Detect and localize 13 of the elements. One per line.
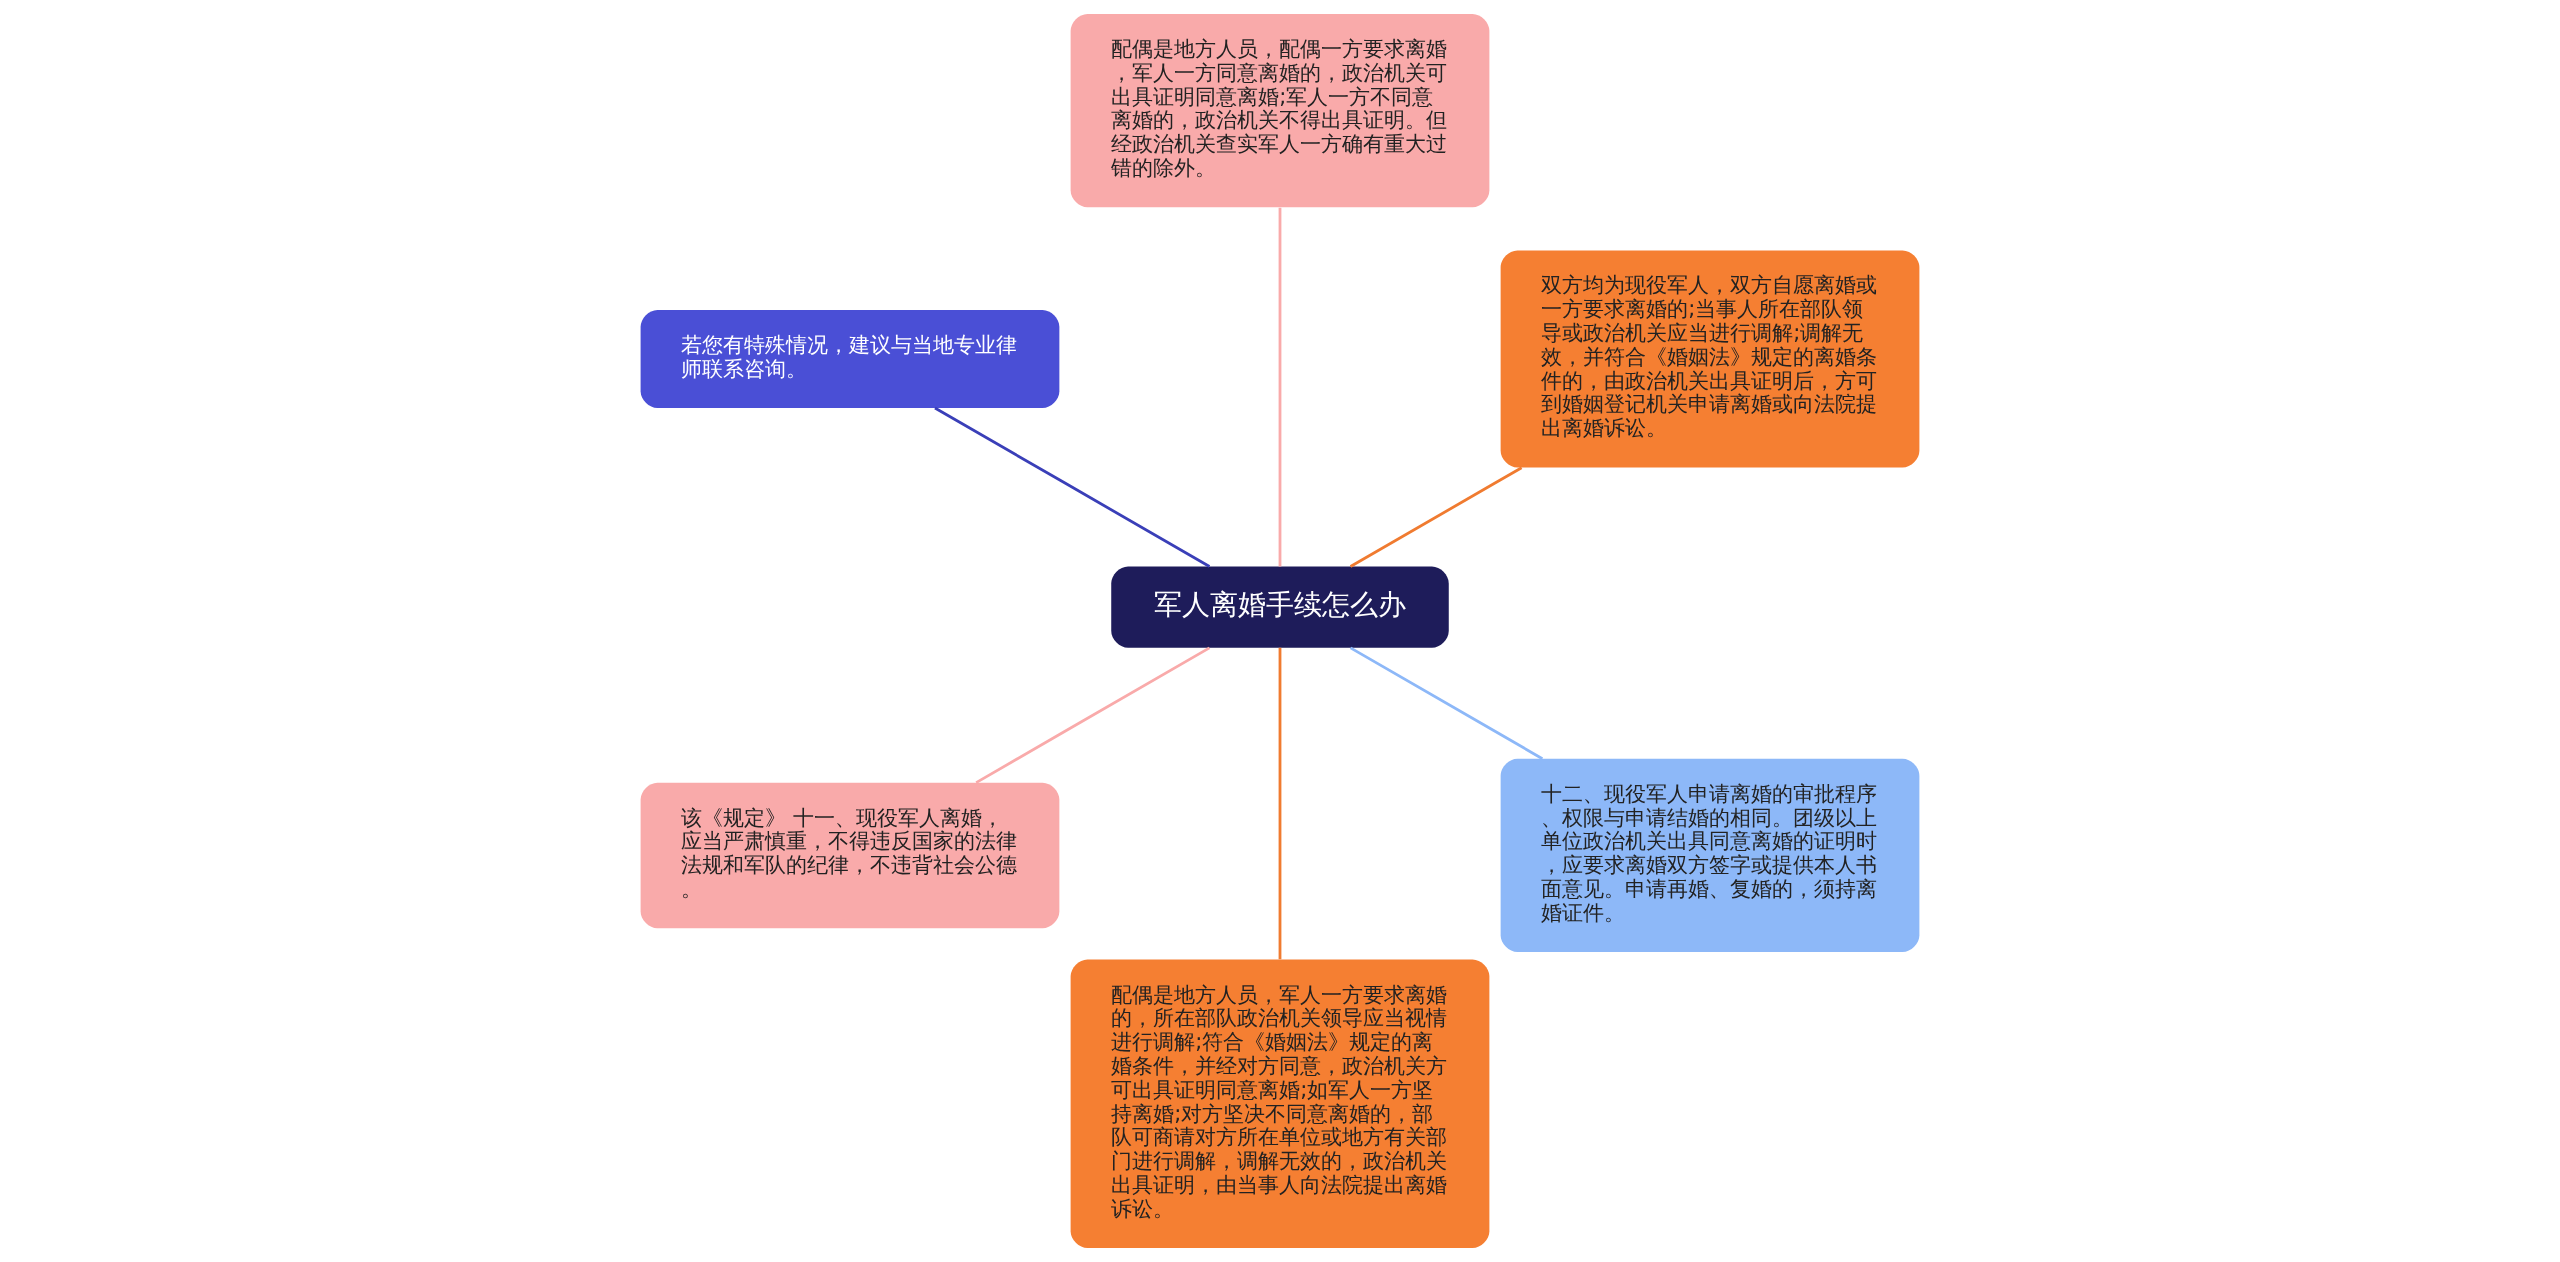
node-box: 十二、现役军人申请离婚的审批程序、权限与申请结婚的相同。团级以上单位政治机关出具同意离婚的证明时，应要求离婚双方签字或提供本人书面意见。申请再婚、复婚的，须持离婚证件。	[1500, 758, 1920, 953]
node-box: 双方均为现役军人，双方自愿离婚或一方要求离婚的;当事人所在部队领导或政治机关应当进行调解;调解无效，并符合《婚姻法》规定的离婚条件的，由政治机关出具证明后，方可到婚姻登记机关申请离婚或向法院提出离婚诉讼。	[1500, 250, 1920, 468]
node-box: 配偶是地方人员，军人一方要求离婚的，所在部队政治机关领导应当视情进行调解;符合《婚姻法》规定的离婚条件，并经对方同意，政治机关方可出具证明同意离婚;如军人一方坚持离婚;对方坚决不同意离婚的，部队可商请对方所在单位或地方有关部门进行调解，调解无效的，政治机关出具证明，由当事人向法院提出离婚诉讼。	[1070, 959, 1490, 1248]
connector	[975, 646, 1211, 784]
connector	[1278, 647, 1282, 960]
node-box: 若您有特殊情况，建议与当地专业律师联系咨询。	[640, 309, 1060, 408]
node-box: 该《规定》 十一、现役军人离婚，应当严肃慎重，不得违反国家的法律法规和军队的纪律，不违背社会公德。	[640, 782, 1060, 929]
connector	[934, 406, 1211, 568]
connector	[1349, 646, 1544, 760]
connector	[1278, 207, 1282, 567]
connector	[1349, 466, 1523, 568]
node-box: 配偶是地方人员，配偶一方要求离婚，军人一方同意离婚的，政治机关可出具证明同意离婚;军人一方不同意离婚的，政治机关不得出具证明。但经政治机关查实军人一方确有重大过错的除外。	[1070, 14, 1490, 208]
node-box: 军人离婚手续怎么办	[1111, 566, 1449, 648]
